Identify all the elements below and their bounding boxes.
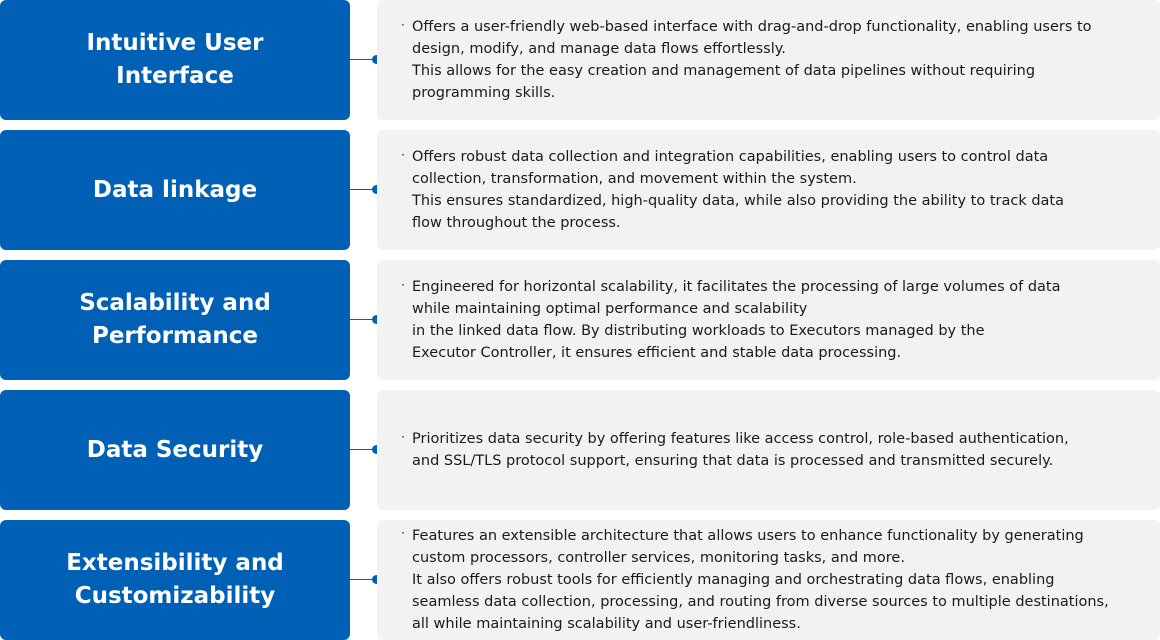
- description-panel: · Prioritizes data security by offering …: [377, 390, 1160, 510]
- feature-title: Scalability and Performance: [79, 290, 271, 349]
- connector-dot: [372, 185, 381, 194]
- feature-title: Data Security: [86, 436, 264, 463]
- bullet-marker: ·: [401, 278, 405, 292]
- feature-row-data-linkage: Data linkage · Offers robust data collec…: [0, 130, 1160, 250]
- feature-title: Extensibility and Customizability: [66, 550, 284, 609]
- connector-line: [350, 189, 376, 190]
- connector-dot: [372, 55, 381, 64]
- description-panel: · Offers robust data collection and inte…: [377, 130, 1160, 250]
- feature-title: Data linkage: [92, 176, 258, 203]
- feature-row-intuitive-ui: Intuitive User Interface · Offers a user…: [0, 0, 1160, 120]
- feature-box-data-security: Data Security: [0, 390, 350, 510]
- connector-dot: [372, 445, 381, 454]
- connector-line: [350, 579, 376, 580]
- description-panel: · Engineered for horizontal scalability,…: [377, 260, 1160, 380]
- feature-row-extensibility: Extensibility and Customizability · Feat…: [0, 520, 1160, 640]
- description-text: Features an extensible architecture that…: [412, 528, 1109, 632]
- bullet-marker: ·: [401, 18, 405, 32]
- description-panel: · Features an extensible architecture th…: [377, 520, 1160, 640]
- connector-dot: [372, 315, 381, 324]
- feature-row-data-security: Data Security · Prioritizes data securit…: [0, 390, 1160, 510]
- connector-line: [350, 319, 376, 320]
- feature-title: Intuitive User Interface: [86, 30, 264, 89]
- connector-line: [350, 449, 376, 450]
- feature-box-scalability: Scalability and Performance: [0, 260, 350, 380]
- description-text: Offers a user-friendly web-based interfa…: [412, 19, 1092, 101]
- connector-line: [350, 59, 376, 60]
- bullet-marker: ·: [401, 148, 405, 162]
- description-panel: · Offers a user-friendly web-based inter…: [377, 0, 1160, 120]
- bullet-marker: ·: [401, 430, 405, 444]
- description-text: Engineered for horizontal scalability, i…: [412, 279, 1061, 361]
- feature-box-extensibility: Extensibility and Customizability: [0, 520, 350, 640]
- description-text: Prioritizes data security by offering fe…: [412, 431, 1069, 469]
- feature-box-intuitive-ui: Intuitive User Interface: [0, 0, 350, 120]
- feature-box-data-linkage: Data linkage: [0, 130, 350, 250]
- description-text: Offers robust data collection and integr…: [412, 149, 1064, 231]
- bullet-marker: ·: [401, 526, 405, 540]
- connector-dot: [372, 575, 381, 584]
- feature-row-scalability: Scalability and Performance · Engineered…: [0, 260, 1160, 380]
